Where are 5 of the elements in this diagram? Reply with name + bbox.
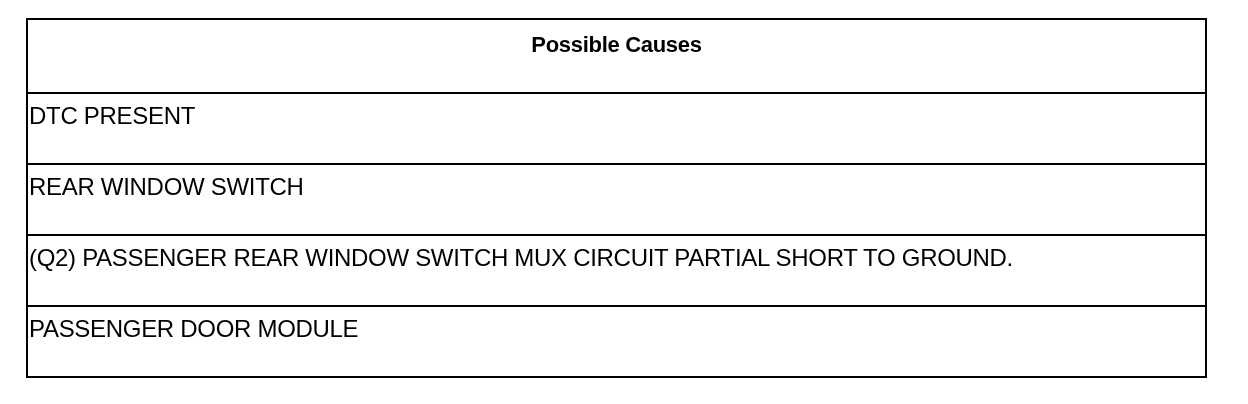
table-cell: PASSENGER DOOR MODULE <box>29 315 359 343</box>
table-cell: (Q2) PASSENGER REAR WINDOW SWITCH MUX CIRCUIT PARTIAL SHORT TO GROUND. <box>29 244 1013 272</box>
table-cell: REAR WINDOW SWITCH <box>29 173 304 201</box>
table-header: Possible Causes <box>530 32 703 58</box>
table-cell: DTC PRESENT <box>29 102 196 130</box>
